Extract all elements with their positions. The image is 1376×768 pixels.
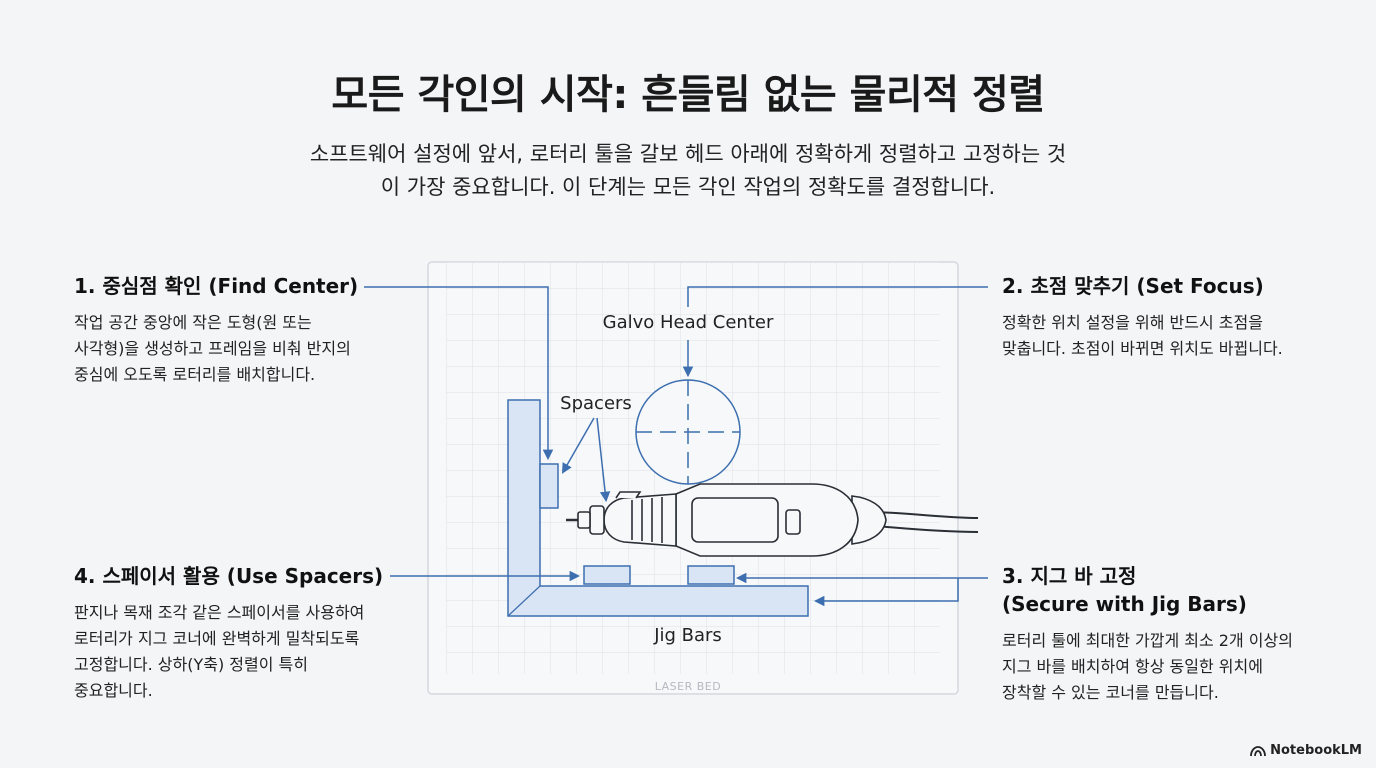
step-4-line-3: 고정합니다. 상하(Y축) 정렬이 특히 <box>74 655 308 674</box>
galvo-head-label: Galvo Head Center <box>603 312 774 333</box>
spacer-bottom-left <box>583 565 631 585</box>
laser-bed-label: LASER BED <box>655 680 721 693</box>
leader-step-3 <box>813 578 959 607</box>
leader-step-2 <box>687 286 988 307</box>
leader-step-1 <box>364 286 554 461</box>
step-2-title: 2. 초점 맞추기 (Set Focus) <box>1002 274 1264 298</box>
spacers-arrow-2 <box>596 417 611 503</box>
galvo-head-circle <box>635 379 741 485</box>
step-3-line-1: 로터리 툴에 최대한 가깝게 최소 2개 이상의 <box>1002 631 1293 650</box>
page-title: 모든 각인의 시작: 흔들림 없는 물리적 정렬 <box>331 72 1045 118</box>
step-1-line-3: 중심에 오도록 로터리를 배치합니다. <box>74 365 316 384</box>
page-subtitle: 소프트웨어 설정에 앞서, 로터리 툴을 갈보 헤드 아래에 정확하게 정렬하고… <box>258 138 1118 204</box>
step-3-title-line-2: (Secure with Jig Bars) <box>1002 592 1247 616</box>
step-3-title: 3. 지그 바 고정 (Secure with Jig Bars) <box>1002 562 1332 618</box>
subtitle-line-2: 이 가장 중요합니다. 이 단계는 모든 각인 작업의 정확도를 결정합니다. <box>380 175 996 199</box>
brand-watermark: NotebookLM <box>1250 743 1362 758</box>
step-use-spacers: 4. 스페이서 활용 (Use Spacers) 판지나 목재 조각 같은 스페… <box>74 562 404 704</box>
step-2-line-2: 맞춥니다. 초점이 바뀌면 위치도 바뀝니다. <box>1002 339 1283 358</box>
jig-bars <box>507 399 809 617</box>
step-1-line-2: 사각형)을 생성하고 프레임을 비춰 반지의 <box>74 339 351 358</box>
step-4-line-4: 중요합니다. <box>74 681 153 700</box>
step-3-title-line-1: 3. 지그 바 고정 <box>1002 564 1137 588</box>
step-find-center: 1. 중심점 확인 (Find Center) 작업 공간 중앙에 작은 도형(… <box>74 272 394 388</box>
spacers-arrow-1 <box>561 417 595 474</box>
step-1-line-1: 작업 공간 중앙에 작은 도형(원 또는 <box>74 313 312 332</box>
subtitle-line-1: 소프트웨어 설정에 앞서, 로터리 툴을 갈보 헤드 아래에 정확하게 정렬하고… <box>309 142 1067 166</box>
step-2-line-1: 정확한 위치 설정을 위해 반드시 초점을 <box>1002 313 1263 332</box>
step-set-focus: 2. 초점 맞추기 (Set Focus) 정확한 위치 설정을 위해 반드시 … <box>1002 272 1332 362</box>
step-3-line-3: 장착할 수 있는 코너를 만듭니다. <box>1002 683 1219 702</box>
spacer-bottom-right <box>687 565 735 585</box>
notebooklm-logo-icon <box>1250 745 1267 756</box>
jig-bars-label: Jig Bars <box>653 625 722 646</box>
brand-name: NotebookLM <box>1270 743 1362 758</box>
spacer-vertical <box>539 463 559 509</box>
rotary-tool <box>566 483 979 557</box>
step-4-line-1: 판지나 목재 조각 같은 스페이서를 사용하여 <box>74 603 365 622</box>
step-4-line-2: 로터리가 지그 코너에 완벽하게 밀착되도록 <box>74 629 360 648</box>
spacers-label: Spacers <box>560 393 632 414</box>
step-1-title: 1. 중심점 확인 (Find Center) <box>74 274 359 298</box>
step-3-line-2: 지그 바를 배치하여 항상 동일한 위치에 <box>1002 657 1263 676</box>
step-secure-jig-bars: 3. 지그 바 고정 (Secure with Jig Bars) 로터리 툴에… <box>1002 562 1332 706</box>
step-4-title: 4. 스페이서 활용 (Use Spacers) <box>74 564 384 588</box>
